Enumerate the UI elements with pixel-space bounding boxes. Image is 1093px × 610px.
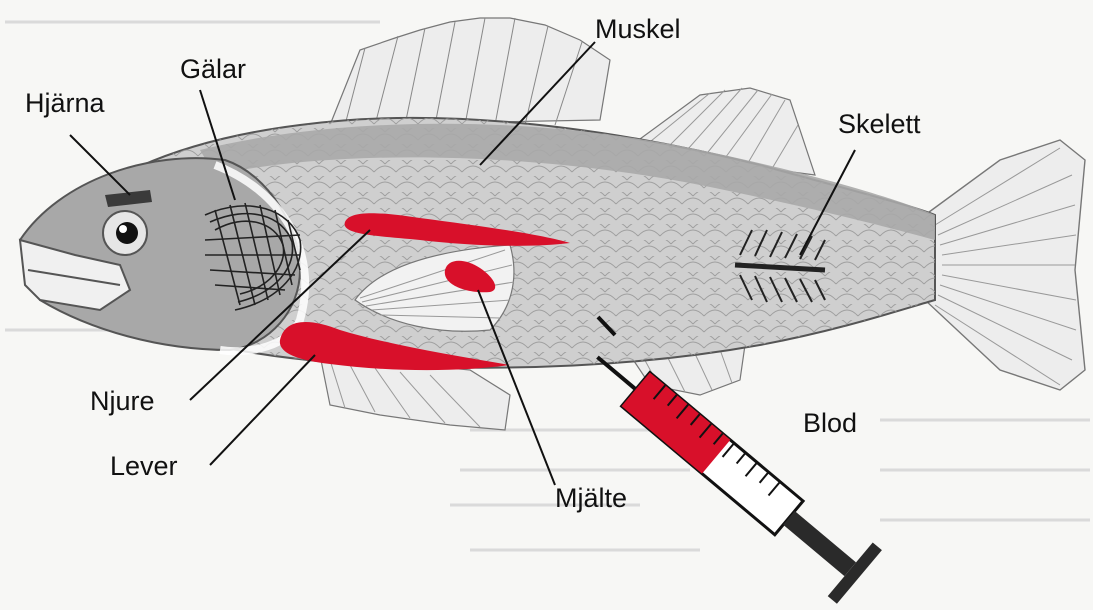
label-gills: Gälar bbox=[180, 54, 246, 84]
label-kidney: Njure bbox=[90, 386, 155, 416]
fish-eye bbox=[103, 211, 147, 255]
label-muscle: Muskel bbox=[595, 14, 681, 44]
label-blood: Blod bbox=[803, 408, 857, 438]
tail-fin bbox=[925, 140, 1085, 390]
label-liver: Lever bbox=[110, 451, 178, 481]
label-brain: Hjärna bbox=[25, 88, 106, 118]
label-spleen: Mjälte bbox=[555, 483, 627, 513]
label-skeleton: Skelett bbox=[838, 109, 921, 139]
